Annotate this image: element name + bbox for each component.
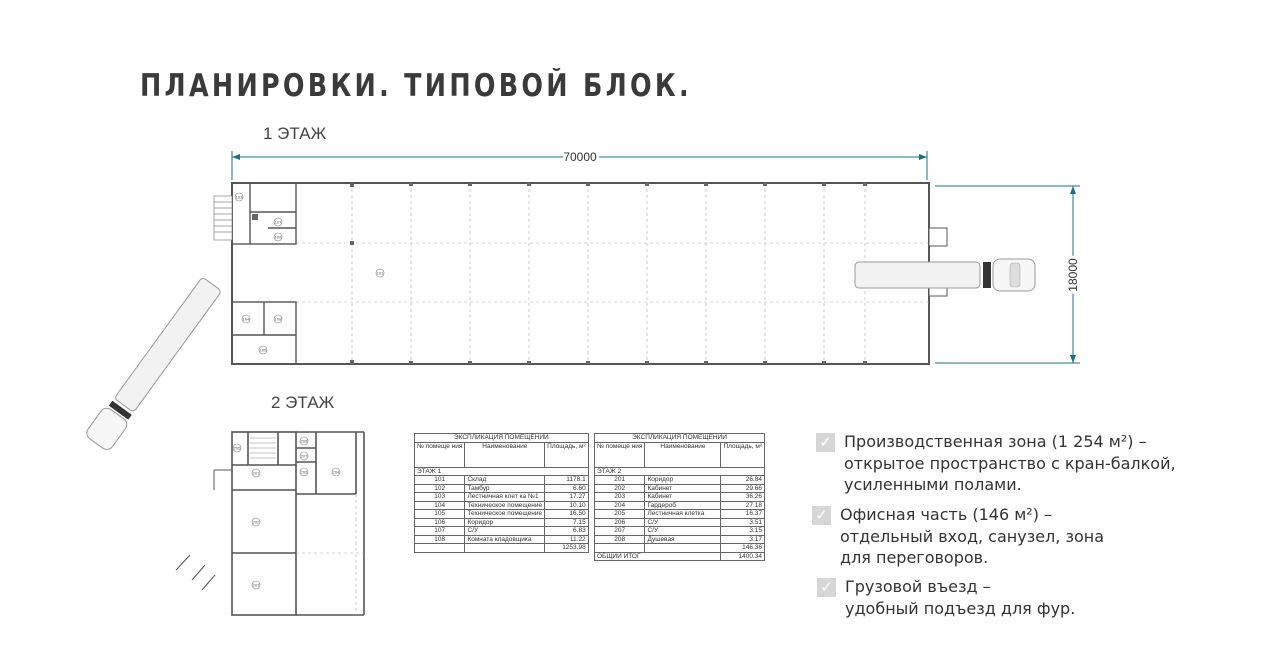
floor1-label: 1 ЭТАЖ — [263, 124, 327, 143]
table-total-row: 146.36 — [593, 543, 765, 553]
svg-text:207: 207 — [301, 454, 308, 459]
feature-office: ✓ Офисная часть (146 м²) – отдельный вхо… — [812, 504, 1104, 569]
svg-text:104: 104 — [243, 317, 250, 322]
table1-col-area: Площадь, м² — [544, 441, 589, 468]
svg-text:107: 107 — [275, 220, 282, 225]
svg-text:106: 106 — [275, 235, 282, 240]
explication-table-floor1: ЭКСПЛИКАЦИЯ ПОМЕЩЕНИЙ № помеще ния Наиме… — [413, 433, 589, 553]
table1-caption: ЭКСПЛИКАЦИЯ ПОМЕЩЕНИЙ — [414, 433, 589, 443]
svg-text:103: 103 — [236, 195, 243, 200]
height-dimension-label: 18000 — [1066, 258, 1080, 292]
table1-section: ЭТАЖ 1 — [414, 466, 589, 476]
table2-section: ЭТАЖ 2 — [594, 466, 765, 476]
table1-col-num: № помеще ния — [413, 441, 466, 468]
svg-text:105: 105 — [260, 348, 267, 353]
height-dimension — [935, 185, 1080, 364]
svg-text:201: 201 — [253, 471, 260, 476]
svg-text:202: 202 — [253, 520, 260, 525]
width-dimension-label: 70000 — [563, 150, 597, 164]
feature-freight: ✓ Грузовой въезд – удобный подъезд для ф… — [817, 576, 1075, 619]
check-icon: ✓ — [817, 578, 836, 597]
check-icon: ✓ — [812, 506, 831, 525]
truck-icon — [854, 258, 1036, 292]
page-title: ПЛАНИРОВКИ. ТИПОВОЙ БЛОК. — [140, 68, 692, 104]
check-icon: ✓ — [816, 433, 835, 452]
table2-col-area: Площадь, м² — [720, 441, 765, 468]
svg-text:101: 101 — [377, 271, 384, 276]
floor2-label: 2 ЭТАЖ — [271, 393, 335, 412]
floor1-plan: 103 107 106 104 108 105 101 — [213, 182, 948, 365]
table1-col-name: Наименование — [464, 441, 546, 468]
feature-production: ✓ Производственная зона (1 254 м²) – отк… — [816, 431, 1176, 496]
table2-caption: ЭКСПЛИКАЦИЯ ПОМЕЩЕНИЙ — [594, 433, 765, 443]
svg-text:208: 208 — [301, 439, 308, 444]
svg-text:206: 206 — [301, 470, 308, 475]
table-total-row: 1253.98 — [413, 543, 589, 553]
svg-text:205: 205 — [234, 446, 241, 451]
svg-text:108: 108 — [275, 317, 282, 322]
table2-col-name: Наименование — [644, 441, 722, 468]
width-dimension — [231, 151, 928, 180]
floor2-plan: 205 208 207 206 204 201 202 203 — [175, 431, 365, 616]
svg-text:203: 203 — [253, 583, 260, 588]
svg-text:204: 204 — [333, 470, 340, 475]
table2-col-num: № помеще ния — [593, 441, 646, 468]
truck-icon — [86, 278, 221, 450]
explication-table-floor2: ЭКСПЛИКАЦИЯ ПОМЕЩЕНИЙ № помеще ния Наиме… — [593, 433, 765, 561]
